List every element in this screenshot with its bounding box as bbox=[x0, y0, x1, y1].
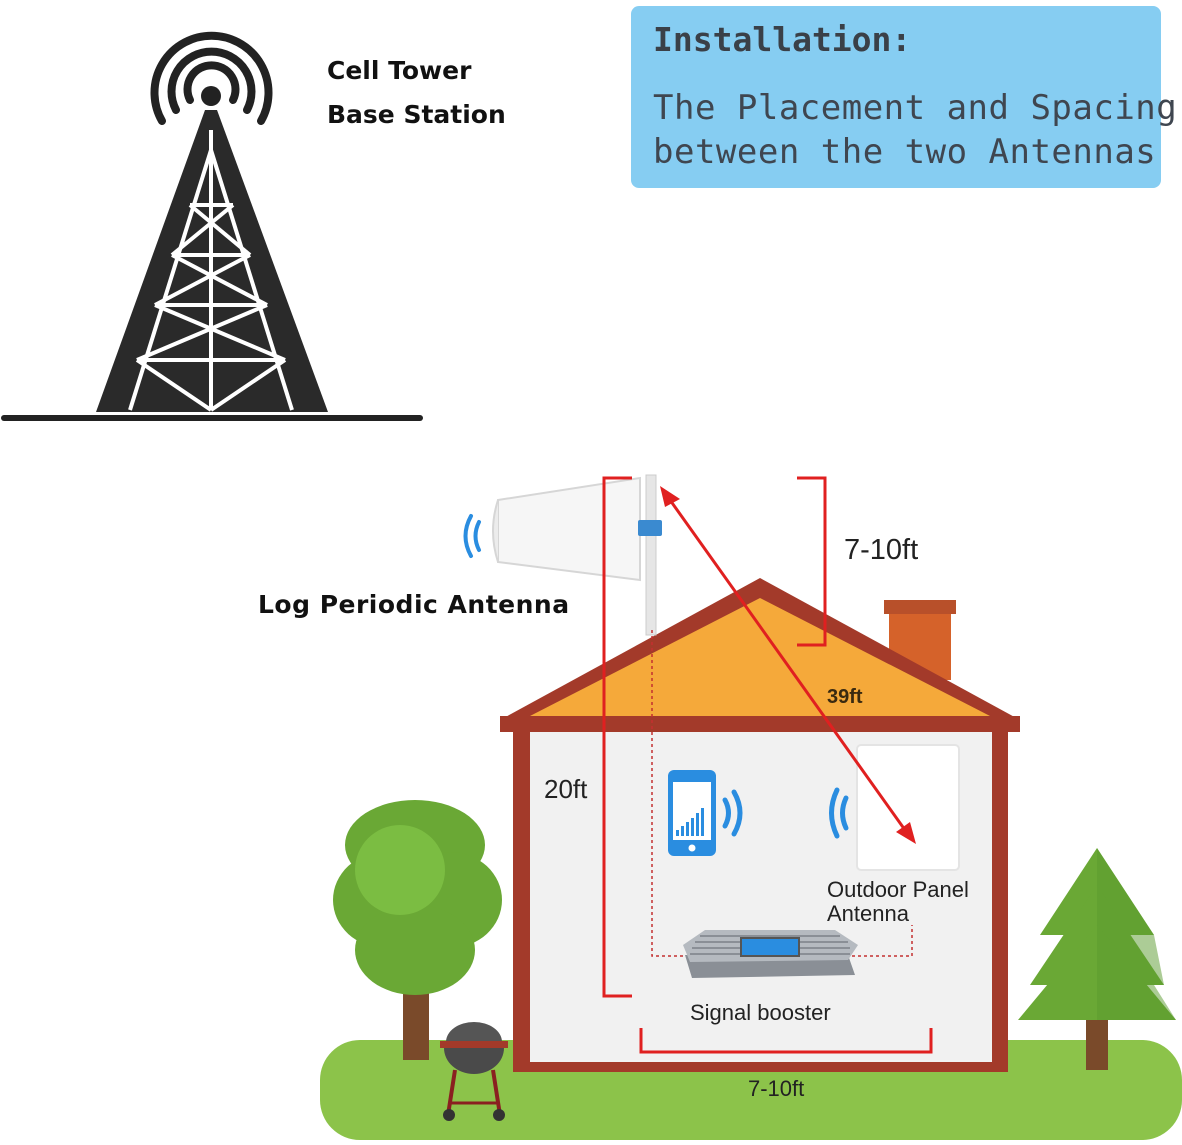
signal-waves-icon bbox=[463, 514, 481, 558]
signal-booster-label: Signal booster bbox=[690, 1000, 831, 1025]
bracket-vertical bbox=[602, 476, 632, 998]
info-box: Installation: The Placement and Spacing … bbox=[631, 6, 1177, 188]
measurement-lines bbox=[602, 476, 933, 1054]
dimension-diagonal: 39ft bbox=[827, 686, 863, 708]
info-title: Installation: bbox=[653, 20, 912, 59]
panel-signal-waves-icon bbox=[829, 787, 849, 839]
panel-antenna-icon bbox=[856, 744, 960, 871]
bracket-floor bbox=[639, 1028, 933, 1054]
signal-booster-icon bbox=[683, 930, 858, 978]
tower-label-line2: Base Station bbox=[327, 100, 506, 129]
info-line-1: The Placement and Spacing bbox=[653, 88, 1178, 128]
panel-antenna-label-line1: Outdoor Panel bbox=[827, 877, 969, 902]
tree-icon bbox=[333, 800, 502, 1060]
dimension-floor: 7-10ft bbox=[748, 1076, 805, 1101]
panel-antenna-label-line2: Antenna bbox=[827, 901, 909, 926]
panel-antenna-label: Outdoor Panel Antenna bbox=[827, 878, 969, 926]
diagonal-arrow-line bbox=[668, 499, 907, 831]
cable-panel bbox=[840, 925, 913, 957]
diagonal-arrowheads bbox=[660, 486, 916, 844]
grill-icon bbox=[440, 1022, 508, 1121]
tower-label-line1: Cell Tower bbox=[327, 56, 472, 85]
smartphone-icon bbox=[668, 770, 716, 856]
phone-signal-waves-icon bbox=[722, 789, 743, 837]
cell-tower-icon bbox=[1, 31, 423, 421]
cable bbox=[651, 630, 700, 957]
antenna-pole bbox=[645, 474, 657, 636]
log-periodic-antenna-label: Log Periodic Antenna bbox=[258, 590, 570, 619]
info-line-2: between the two Antennas bbox=[653, 132, 1157, 172]
dimension-antenna-to-roof: 7-10ft bbox=[844, 534, 919, 566]
log-periodic-antenna-icon bbox=[492, 476, 662, 582]
bracket-top bbox=[797, 476, 827, 647]
pine-tree-icon bbox=[1018, 848, 1176, 1070]
dimension-vertical: 20ft bbox=[544, 774, 588, 804]
